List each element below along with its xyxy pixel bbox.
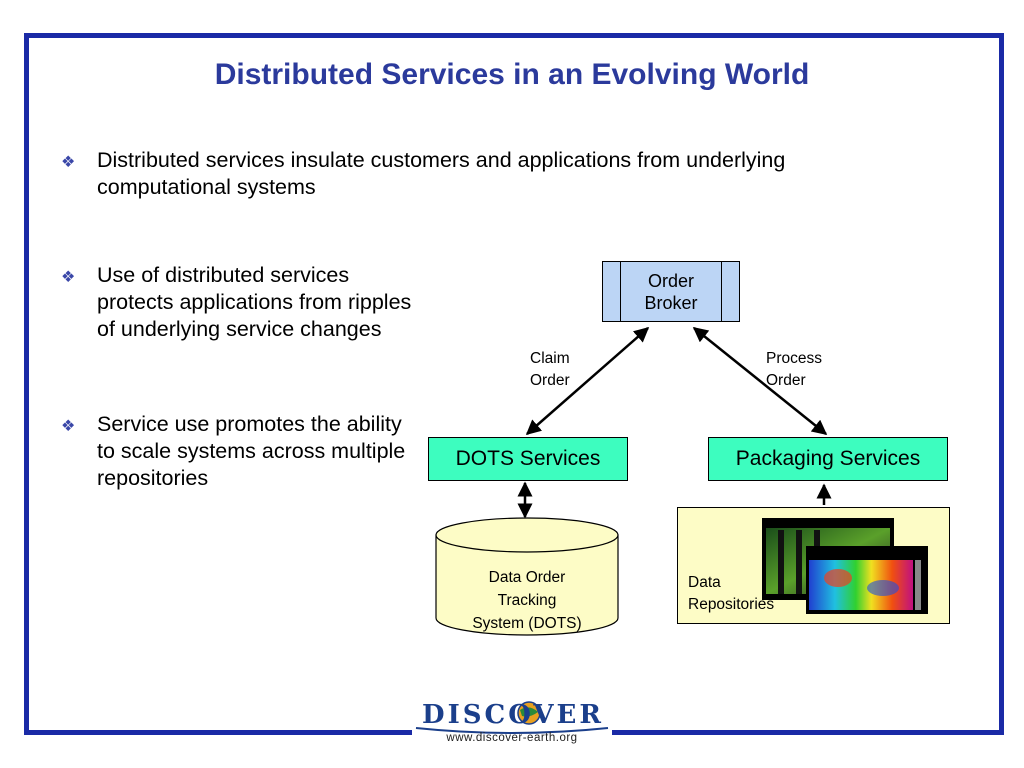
broker-left-bar [620, 262, 621, 321]
satellite-map-images [762, 518, 928, 614]
dots-system-line-3: System (DOTS) [472, 615, 582, 632]
broker-right-bar [721, 262, 722, 321]
discover-logo: DISCOVER www.discover-earth.org [412, 694, 612, 754]
broker-line-2: Broker [644, 292, 698, 313]
dots-system-line-1: Data Order [488, 569, 566, 586]
bullet-1: ❖ Distributed services insulate customer… [61, 147, 817, 201]
process-label-line-1: Process [766, 350, 822, 367]
bullet-3-text: Service use promotes the ability to scal… [97, 412, 406, 490]
repositories-line-1: Data [688, 574, 721, 591]
diamond-bullet-icon: ❖ [61, 269, 76, 286]
bullet-2: ❖ Use of distributed services protects a… [61, 262, 417, 343]
bullet-2-text: Use of distributed services protects app… [97, 263, 412, 341]
bullet-1-text: Distributed services insulate customers … [97, 148, 786, 199]
process-label-line-2: Order [766, 372, 806, 389]
repositories-line-2: Repositories [688, 596, 775, 613]
slide-title: Distributed Services in an Evolving Worl… [214, 58, 810, 91]
claim-label-line-1: Claim [530, 350, 570, 367]
claim-label-line-2: Order [530, 372, 570, 389]
diamond-bullet-icon: ❖ [61, 154, 76, 171]
order-broker-box: Order Broker [602, 261, 740, 322]
dots-system-label: Data Order Tracking System (DOTS) [436, 566, 618, 635]
data-repositories-label: Data Repositories [688, 572, 774, 616]
dots-system-line-2: Tracking [497, 592, 557, 609]
claim-order-label: Claim Order [530, 348, 570, 392]
bullet-3: ❖ Service use promotes the ability to sc… [61, 411, 417, 492]
dots-services-box: DOTS Services [428, 437, 628, 481]
broker-line-1: Order [647, 270, 694, 291]
data-repositories-box: Data Repositories [677, 507, 950, 624]
logo-url: www.discover-earth.org [446, 732, 578, 744]
logo-swoosh [415, 701, 609, 734]
process-order-label: Process Order [766, 348, 822, 392]
logo-wordmark: DISCOVER [422, 700, 604, 730]
packaging-services-box: Packaging Services [708, 437, 948, 481]
diamond-bullet-icon: ❖ [61, 418, 76, 435]
